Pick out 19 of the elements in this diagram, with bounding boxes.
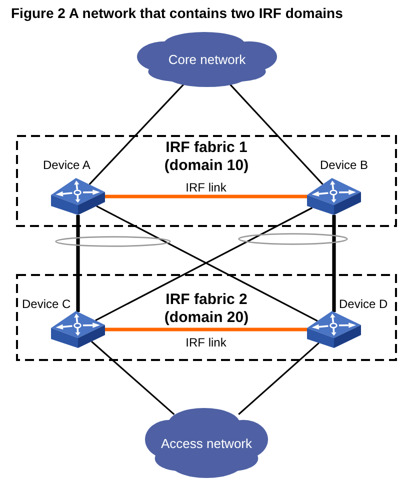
group-title: IRF fabric 1 (domain 10)	[163, 139, 250, 175]
connection-line	[332, 215, 336, 312]
device-label: Device B	[320, 158, 368, 172]
device-label: Device D	[339, 297, 388, 311]
connection-line	[105, 194, 307, 198]
connection-line	[91, 340, 175, 416]
device-label: Device A	[43, 158, 90, 172]
connection-line	[238, 342, 320, 415]
group-title: IRF fabric 2 (domain 20)	[163, 291, 250, 327]
figure-title: Figure 2 A network that contains two IRF domains	[11, 5, 343, 22]
edge-label: IRF link	[184, 336, 228, 349]
cloud-label: Core network	[168, 52, 246, 67]
connection-line	[230, 84, 324, 185]
edge-label: IRF link	[184, 181, 228, 194]
device-label: Device C	[22, 297, 71, 311]
connection-line	[76, 215, 80, 312]
cloud-label: Access network	[160, 436, 252, 450]
connection-line	[88, 84, 184, 185]
connection-line	[105, 328, 307, 332]
